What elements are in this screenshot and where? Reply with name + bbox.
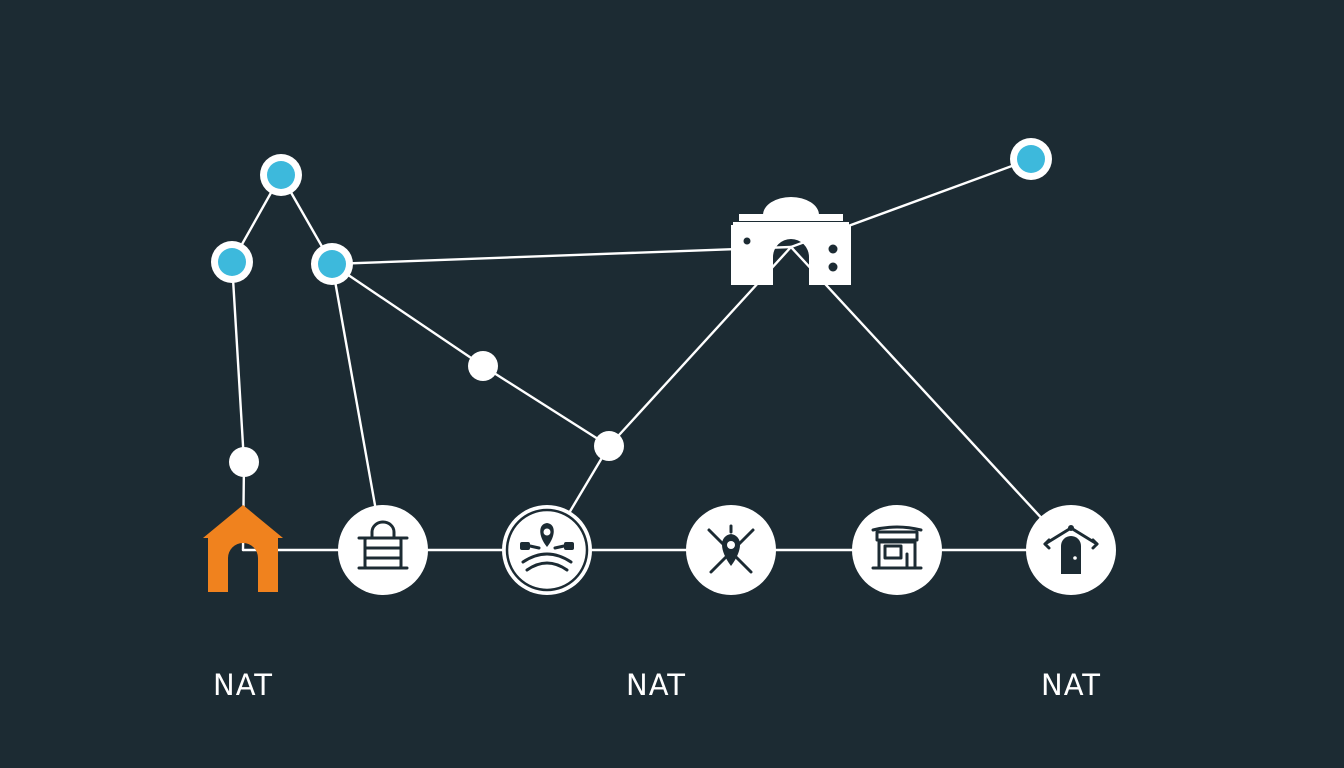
- edge-gateway-door: [789, 245, 1073, 552]
- node-white-mid: [468, 351, 498, 381]
- door-icon: [1026, 505, 1116, 595]
- nat-label-right: NAT: [1041, 668, 1101, 702]
- node-blue-mid: [311, 243, 353, 285]
- storefront-icon: [852, 505, 942, 595]
- node-white-left: [229, 447, 259, 477]
- location-icon: [502, 505, 592, 595]
- nodes-layer: [203, 138, 1116, 595]
- edge-blue-mid-gateway: [330, 245, 793, 266]
- nat-label-center: NAT: [626, 668, 686, 702]
- node-blue-left: [211, 241, 253, 283]
- edge-blue-mid-lock: [330, 262, 385, 552]
- edge-blue-mid-white-mid: [330, 262, 485, 368]
- home-icon: [203, 505, 283, 592]
- edge-white-mid-white-junction: [481, 364, 611, 448]
- edges-layer: [230, 157, 1073, 552]
- pin-tools-icon: [686, 505, 776, 595]
- edge-blue-left-white-left: [230, 260, 246, 464]
- nat-label-left: NAT: [213, 668, 273, 702]
- gateway-building-icon: [731, 197, 851, 285]
- lock-icon: [338, 505, 428, 595]
- node-blue-right: [1010, 138, 1052, 180]
- node-blue-top: [260, 154, 302, 196]
- node-white-junction: [594, 431, 624, 461]
